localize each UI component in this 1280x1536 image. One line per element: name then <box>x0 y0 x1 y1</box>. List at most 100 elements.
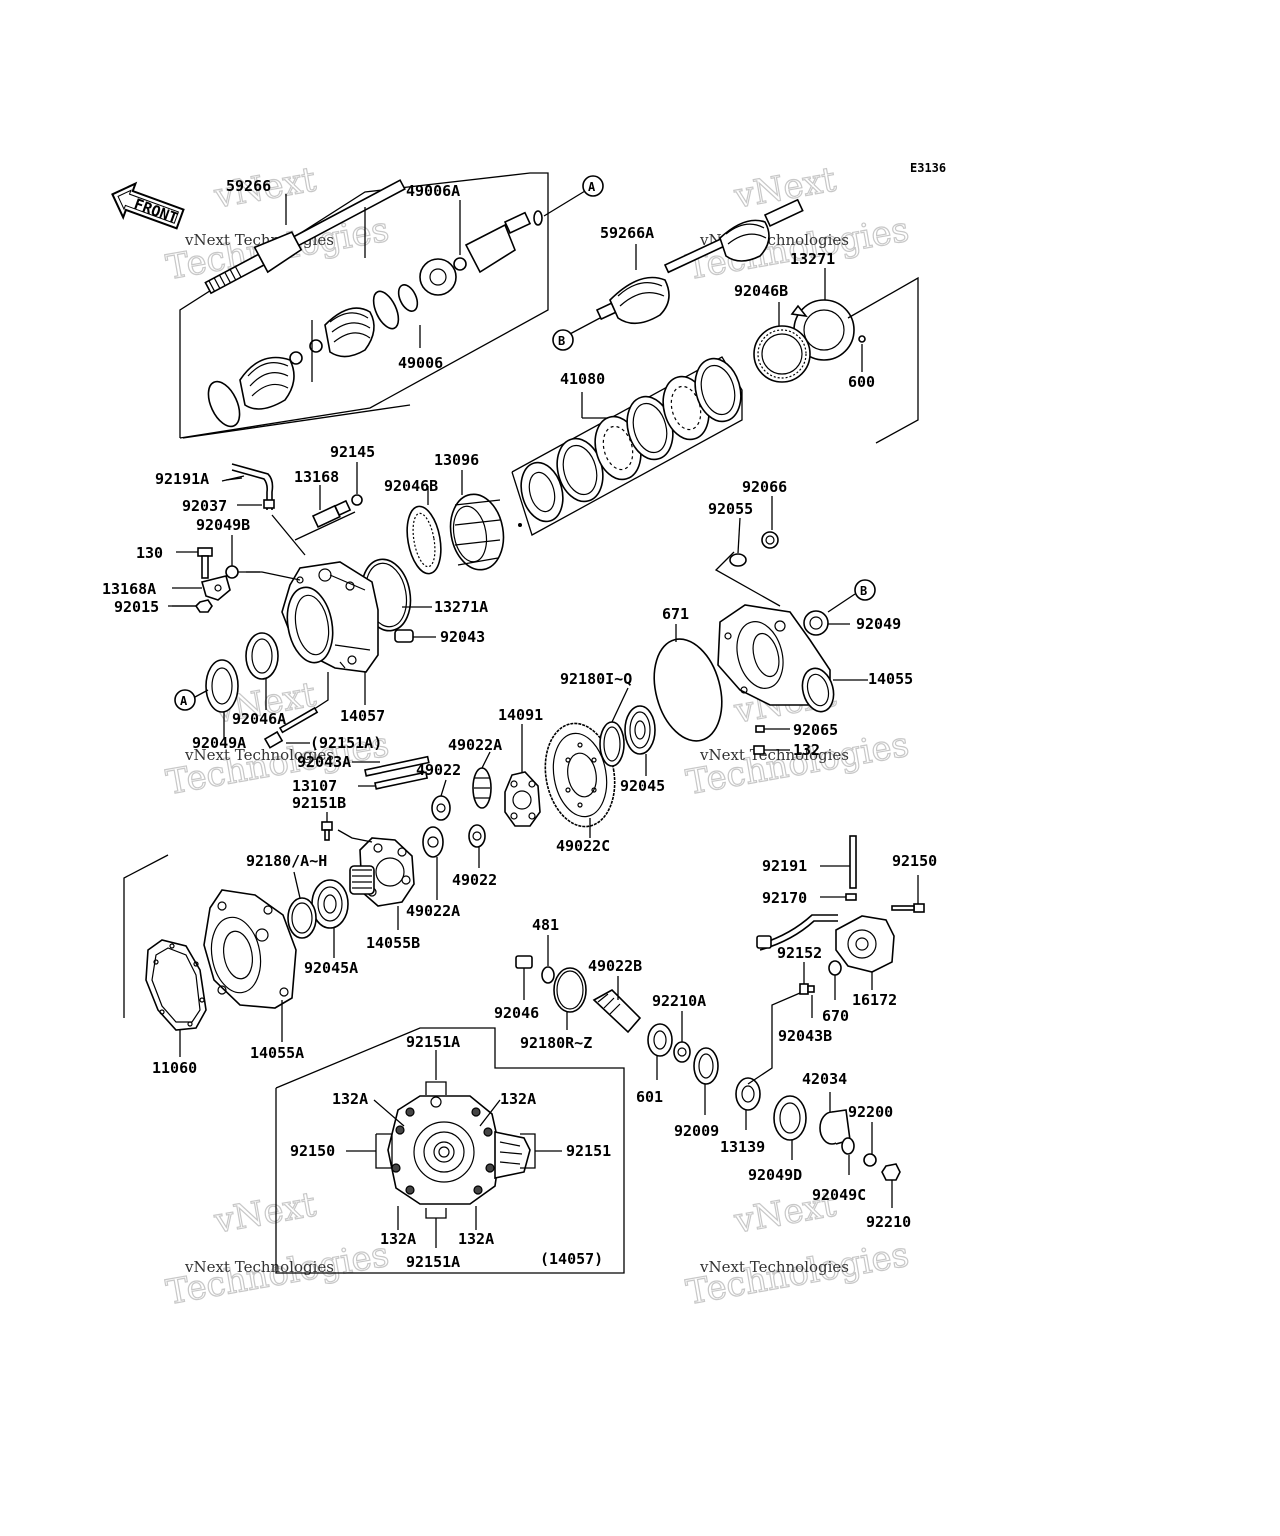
watermark-small: vNext Technologies <box>699 746 849 764</box>
bolt-132 <box>753 745 790 755</box>
bearing-92046A <box>245 632 279 710</box>
label-92151A-paren: (92151A) <box>310 734 382 752</box>
spider-gear-49022-b <box>468 824 486 868</box>
label-13139: 13139 <box>720 1138 765 1156</box>
washer-92200 <box>863 1122 877 1167</box>
spacer-92180AH <box>287 871 317 939</box>
housing-14055 <box>714 551 868 713</box>
label-481: 481 <box>532 916 559 934</box>
label-92152: 92152 <box>777 944 822 962</box>
label-59266: 59266 <box>226 177 271 195</box>
label-49022A-a: 49022A <box>448 736 502 754</box>
label-41080: 41080 <box>560 370 605 388</box>
label-92055: 92055 <box>708 500 753 518</box>
label-92043B: 92043B <box>778 1027 832 1045</box>
watermark-small: vNext Technologies <box>699 1258 849 1276</box>
label-13271A: 13271A <box>434 598 488 616</box>
breather-hose-92191A <box>225 463 306 556</box>
cover-14055A <box>203 889 297 1042</box>
label-92180RZ: 92180R~Z <box>520 1034 592 1052</box>
bolt-130 <box>176 547 213 579</box>
label-49022-a: 49022 <box>416 761 461 779</box>
spacer-92180IQ <box>599 687 629 767</box>
diff-case-14091 <box>504 724 541 827</box>
cv-joint-housing <box>464 223 516 274</box>
ref-letter: A <box>588 180 596 194</box>
label-92049D: 92049D <box>748 1166 802 1184</box>
seal-92009 <box>693 1047 719 1115</box>
nut-92210A <box>673 1011 691 1063</box>
label-92170: 92170 <box>762 889 807 907</box>
label-14057-paren: (14057) <box>540 1250 603 1268</box>
label-49006A: 49006A <box>406 182 460 200</box>
watermark-small: vNext Technologies <box>184 1258 334 1276</box>
label-49022A-b: 49022A <box>406 902 460 920</box>
spider-gear-49022A-top <box>472 751 492 809</box>
label-49022-b: 49022 <box>452 871 497 889</box>
label-92145: 92145 <box>330 443 375 461</box>
label-92210: 92210 <box>866 1213 911 1231</box>
label-14055: 14055 <box>868 670 913 688</box>
clamp-92170 <box>820 893 857 901</box>
label-92009: 92009 <box>674 1122 719 1140</box>
label-14055A: 14055A <box>250 1044 304 1062</box>
label-92043: 92043 <box>440 628 485 646</box>
label-16172: 16172 <box>852 991 897 1009</box>
label-92046: 92046 <box>494 1004 539 1022</box>
carrier-14055B <box>337 829 415 930</box>
ref-letter: B <box>860 584 867 598</box>
ring-92046B <box>406 486 442 575</box>
label-92046A: 92046A <box>232 710 286 728</box>
label-92151A-top: 92151A <box>406 1033 460 1051</box>
sensor-13168 <box>294 462 363 541</box>
o-ring-92055 <box>729 517 747 567</box>
label-14055B: 14055B <box>366 934 420 952</box>
label-13096: 13096 <box>434 451 479 469</box>
label-13107: 13107 <box>292 777 337 795</box>
bearing-92045A <box>311 879 349 958</box>
right-shaft-59266A <box>567 198 804 336</box>
spider-gear-49022-a <box>431 779 451 821</box>
shim-92180RZ <box>553 967 587 1030</box>
label-49006: 49006 <box>398 354 443 372</box>
seal-92049 <box>803 593 856 636</box>
label-92066: 92066 <box>742 478 787 496</box>
clip-92152 <box>799 962 809 995</box>
bolt-92151B <box>321 812 333 841</box>
label-132A-bl: 132A <box>380 1230 416 1248</box>
label-132A-tr: 132A <box>500 1090 536 1108</box>
label-670: 670 <box>822 1007 849 1025</box>
ref-circle-a: A <box>543 175 604 217</box>
label-92180AH: 92180/A~H <box>246 852 327 870</box>
pinion-gear-49022B <box>592 976 642 1034</box>
ref-circle-b: B <box>552 329 574 351</box>
label-92049: 92049 <box>856 615 901 633</box>
label-130: 130 <box>136 544 163 562</box>
pin-600 <box>858 335 866 343</box>
pin-92043 <box>394 629 436 643</box>
front-arrow: FRONT <box>111 181 185 230</box>
label-92150-box: 92150 <box>290 1142 335 1160</box>
actuator-16172 <box>756 914 895 990</box>
gasket-11060 <box>145 939 207 1057</box>
bearing-92045 <box>624 705 656 776</box>
label-92191: 92191 <box>762 857 807 875</box>
label-132: 132 <box>793 741 820 759</box>
label-600: 600 <box>848 373 875 391</box>
label-92065: 92065 <box>793 721 838 739</box>
dowel-92065 <box>755 725 790 733</box>
bearing-92046B-top <box>753 325 811 383</box>
bearing-92046 <box>515 955 533 1000</box>
pin-92043B <box>807 985 815 1018</box>
seal-92049C <box>841 1137 855 1175</box>
pipe-92191 <box>820 835 857 889</box>
leader-lines <box>168 194 637 607</box>
label-132A-br: 132A <box>458 1230 494 1248</box>
bearing-601 <box>647 1023 673 1080</box>
gear-13139 <box>735 1077 761 1130</box>
label-13168A: 13168A <box>102 580 156 598</box>
label-671: 671 <box>662 605 689 623</box>
label-92049A: 92049A <box>192 734 246 752</box>
label-92015: 92015 <box>114 598 159 616</box>
